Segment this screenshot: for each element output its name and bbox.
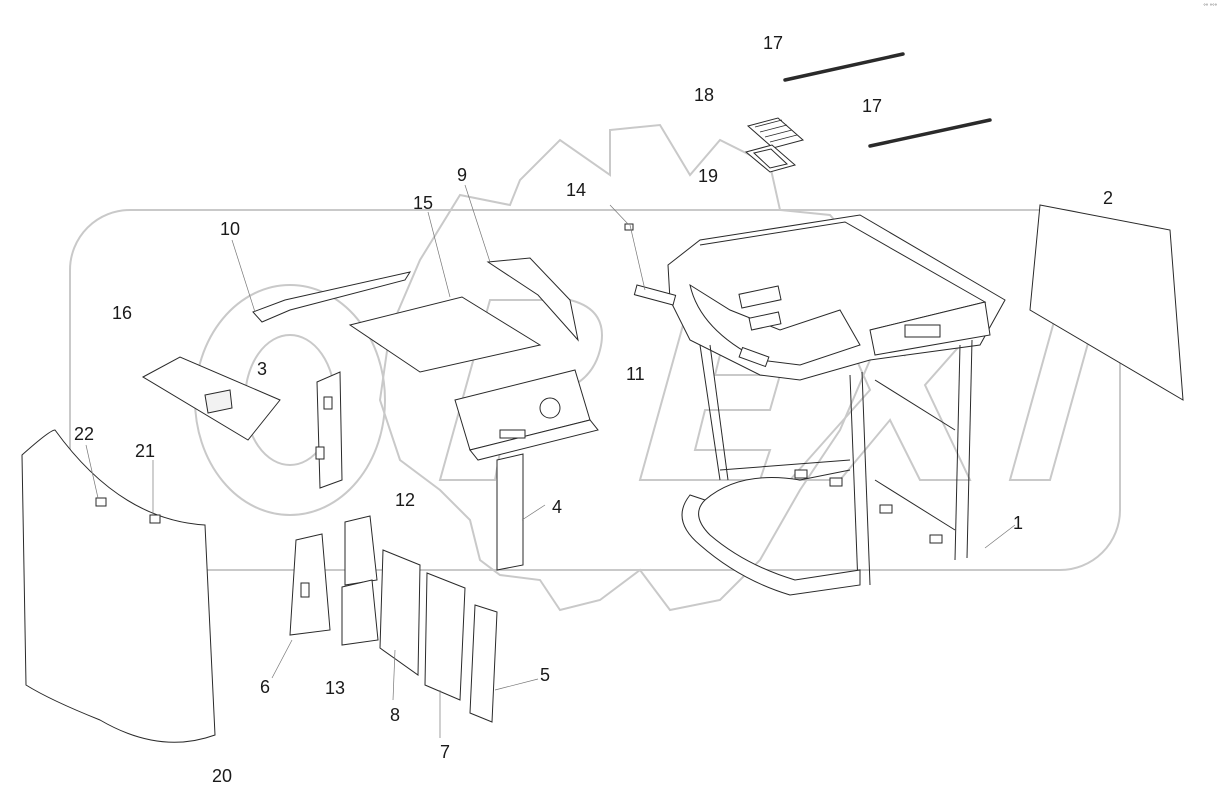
part-22-bracket — [95, 497, 107, 507]
callout-22: 22 — [74, 424, 95, 444]
callout-4: 4 — [552, 497, 563, 517]
part-14-bracket — [624, 223, 634, 231]
callout-19: 19 — [698, 166, 719, 186]
callout-18: 18 — [694, 85, 715, 105]
callout-3: 3 — [257, 359, 268, 379]
part-21-bracket — [149, 514, 161, 524]
corner-mark: °° °°° — [1203, 4, 1217, 10]
part-13-panel-lower — [341, 579, 379, 646]
callout-10: 10 — [220, 219, 241, 239]
part-2-glass-panel — [1029, 204, 1184, 401]
callout-5: 5 — [540, 665, 551, 685]
callout-7: 7 — [440, 742, 451, 762]
part-11-dashboard-panel — [454, 369, 599, 461]
callout-17-upper: 17 — [763, 33, 784, 53]
part-20-front-curved-panel — [21, 429, 216, 743]
part-13-panel-upper — [344, 515, 378, 586]
callout-20: 20 — [212, 766, 233, 786]
part-17-rod-lower — [868, 118, 992, 148]
part-16-side-panel — [141, 356, 281, 441]
part-6-lower-pillar — [289, 533, 331, 636]
part-7-side-trim — [424, 572, 466, 701]
callout-1: 1 — [1013, 513, 1024, 533]
part-8-side-trim — [379, 549, 421, 676]
callout-17-lower: 17 — [862, 96, 883, 116]
callout-2: 2 — [1103, 188, 1114, 208]
callout-21: 21 — [135, 441, 156, 461]
part-3-pillar — [315, 371, 343, 489]
watermark-gear — [378, 123, 882, 612]
part-5-side-trim — [469, 604, 498, 723]
callout-16: 16 — [112, 303, 133, 323]
part-9-upper-panel — [486, 257, 579, 342]
part-19-vent-frame — [744, 144, 797, 173]
part-17-rod-upper — [783, 52, 905, 82]
part-10-trim-strip — [252, 271, 412, 323]
part-4-vertical-panel — [496, 453, 524, 571]
leader-lines — [85, 184, 1016, 738]
watermark-frame — [69, 209, 1121, 571]
callout-14: 14 — [566, 180, 587, 200]
callout-8: 8 — [390, 705, 401, 725]
callout-12: 12 — [395, 490, 416, 510]
callout-9: 9 — [457, 165, 468, 185]
part-15-roof-panel — [348, 296, 542, 373]
callout-11: 11 — [626, 364, 645, 384]
callout-6: 6 — [260, 677, 271, 697]
part-18-vent-grille — [746, 117, 805, 149]
part-1-cab-frame — [633, 214, 1006, 596]
callout-15: 15 — [413, 193, 434, 213]
callout-13: 13 — [325, 678, 346, 698]
